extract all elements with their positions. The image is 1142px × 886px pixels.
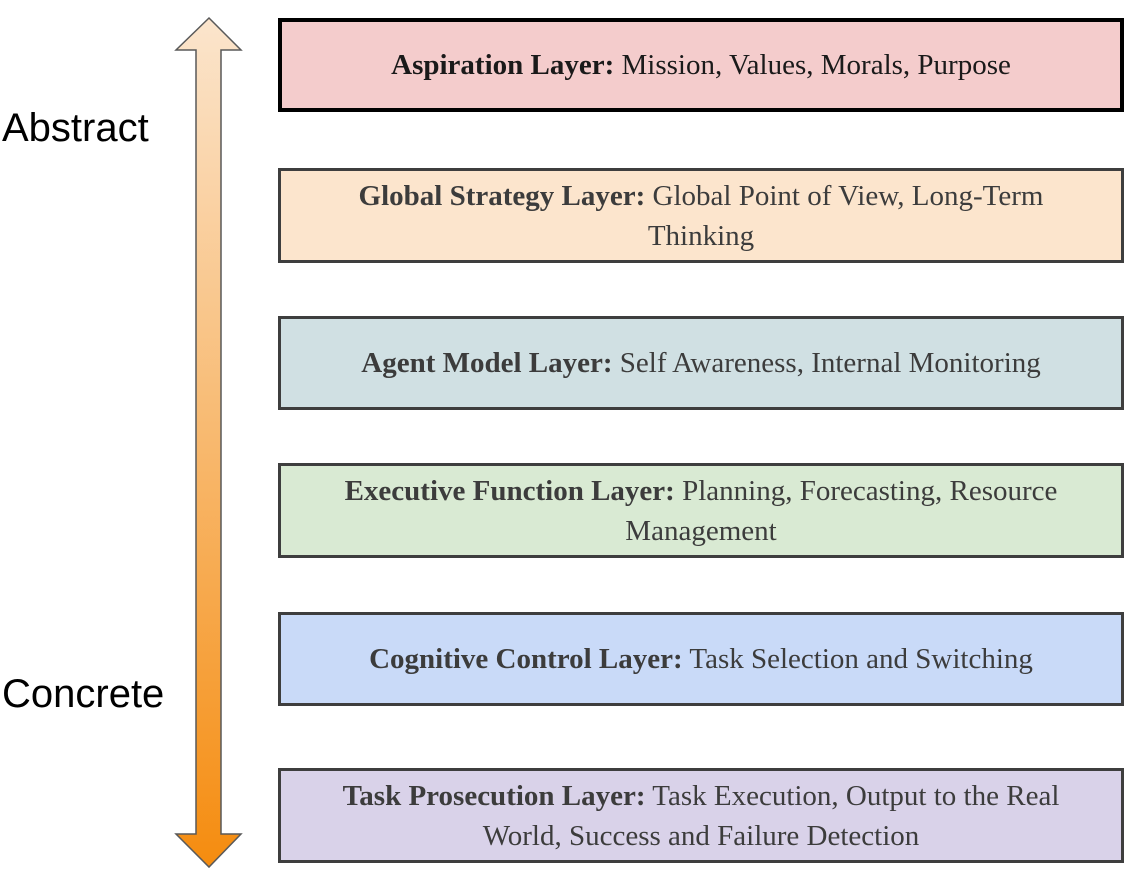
layer-name: Aspiration Layer: [391,49,615,81]
double-arrow-icon [174,16,243,869]
axis-label-abstract: Abstract [2,106,149,150]
layer-description: Task Execution, Output to the Real World… [482,779,1060,852]
layer-description: Global Point of View, Long-Term Thinking [647,179,1044,252]
layer-description: Mission, Values, Morals, Purpose [621,49,1011,81]
layer-box-cognitive-control: Cognitive Control Layer: Task Selection … [278,612,1124,706]
layer-description: Planning, Forecasting, Resource Manageme… [625,474,1058,547]
layer-description: Task Selection and Switching [689,643,1033,675]
layer-box-agent-model: Agent Model Layer: Self Awareness, Inter… [278,316,1124,410]
axis-label-concrete: Concrete [2,672,165,716]
layer-name: Agent Model Layer: [361,347,613,379]
layer-name: Task Prosecution Layer: [342,779,646,812]
layer-box-executive-function: Executive Function Layer: Planning, Fore… [278,463,1124,558]
layer-box-task-prosecution: Task Prosecution Layer: Task Execution, … [278,768,1124,863]
layer-name: Executive Function Layer: [344,474,675,507]
layer-box-global-strategy: Global Strategy Layer: Global Point of V… [278,168,1124,263]
layer-name: Global Strategy Layer: [358,179,646,212]
layer-name: Cognitive Control Layer: [369,643,683,675]
layer-description: Self Awareness, Internal Monitoring [619,347,1041,379]
layer-box-aspiration: Aspiration Layer: Mission, Values, Moral… [278,18,1124,112]
